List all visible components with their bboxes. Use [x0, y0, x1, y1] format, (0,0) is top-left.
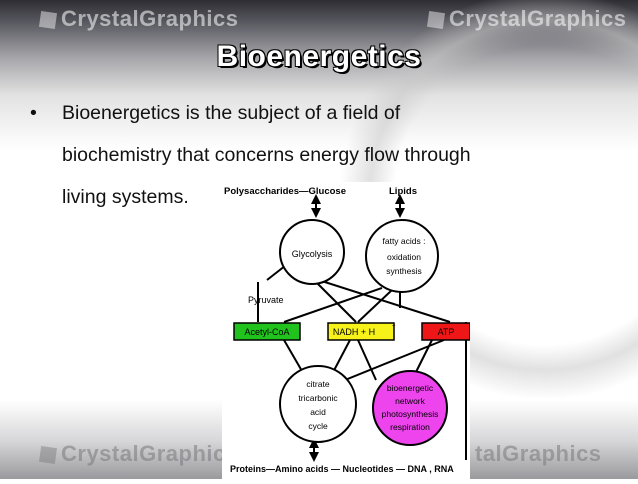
nadh-bio-line	[357, 339, 377, 381]
bio-label-network: network	[395, 396, 426, 406]
watermark-text: CrystalGraphics	[61, 441, 239, 466]
diagram-canvas: Polysaccharides—Glucose Lipids Glycolysi…	[224, 186, 471, 474]
bullet-line: biochemistry that concerns energy flow t…	[62, 144, 471, 166]
tca-cycle-node	[279, 365, 357, 443]
synthesis-label: synthesis	[386, 266, 421, 276]
watermark-logo-icon	[38, 10, 58, 30]
fatty-acetyl-line	[283, 287, 383, 323]
bioenergetic-network-node	[372, 370, 448, 446]
bullet-line: Bioenergetics is the subject of a field …	[62, 102, 401, 124]
watermark-text: CrystalGraphics	[61, 6, 239, 31]
oxidation-label: oxidation	[387, 252, 421, 262]
acetyl-coa-label: Acetyl-CoA	[244, 327, 289, 337]
tca-label-cycle: cycle	[308, 421, 328, 431]
bullet-line: living systems.	[62, 186, 189, 208]
watermark-top-right: CrystalGraphics	[426, 6, 627, 32]
fatty-acids-label: fatty acids :	[383, 236, 426, 246]
watermark-text: CrystalGraphics	[449, 6, 627, 31]
label-proteins-nucleotides: Proteins—Amino acids — Nucleotides — DNA…	[230, 464, 454, 474]
glycolysis-atp-line	[305, 275, 451, 323]
watermark-bottom-right: talGraphics	[475, 441, 602, 467]
nadh-label: NADH + H	[333, 327, 375, 337]
fatty-acids-node	[365, 219, 439, 293]
slide-title: Bioenergetics	[216, 40, 422, 73]
nadh-superscript: +	[392, 324, 396, 330]
glycolysis-node	[279, 219, 345, 285]
connector-lines	[257, 194, 467, 462]
fatty-nadh-line	[357, 289, 393, 323]
pyruvate-label: Pyruvate	[248, 295, 284, 305]
watermark-top-left: CrystalGraphics	[38, 6, 239, 32]
bullet-symbol: •	[30, 102, 37, 124]
tca-label-citrate: citrate	[306, 379, 329, 389]
bio-label-respiration: respiration	[390, 422, 430, 432]
metabolism-diagram: Polysaccharides—Glucose Lipids Glycolysi…	[222, 182, 471, 479]
atp-citrate-line	[339, 339, 445, 383]
tca-label-tricarbonic: tricarbonic	[298, 393, 338, 403]
atp-label: ATP	[438, 327, 455, 337]
bio-label-bioenergetic: bioenergetic	[387, 383, 434, 393]
glycolysis-label: Glycolysis	[292, 249, 333, 259]
nadh-box	[327, 322, 395, 341]
label-polysaccharides-glucose: Polysaccharides—Glucose	[224, 186, 346, 197]
watermark-logo-icon	[426, 10, 446, 30]
acetyl-coa-box	[233, 322, 301, 341]
label-lipids: Lipids	[389, 186, 417, 197]
watermark-logo-icon	[38, 445, 58, 465]
bio-label-photosynthesis: photosynthesis	[382, 409, 439, 419]
watermark-bottom-left: CrystalGraphics	[38, 441, 239, 467]
tca-label-acid: acid	[310, 407, 326, 417]
bullet-paragraph: Bioenergetics is the subject of a field …	[62, 92, 602, 218]
watermark-text: talGraphics	[475, 441, 602, 466]
